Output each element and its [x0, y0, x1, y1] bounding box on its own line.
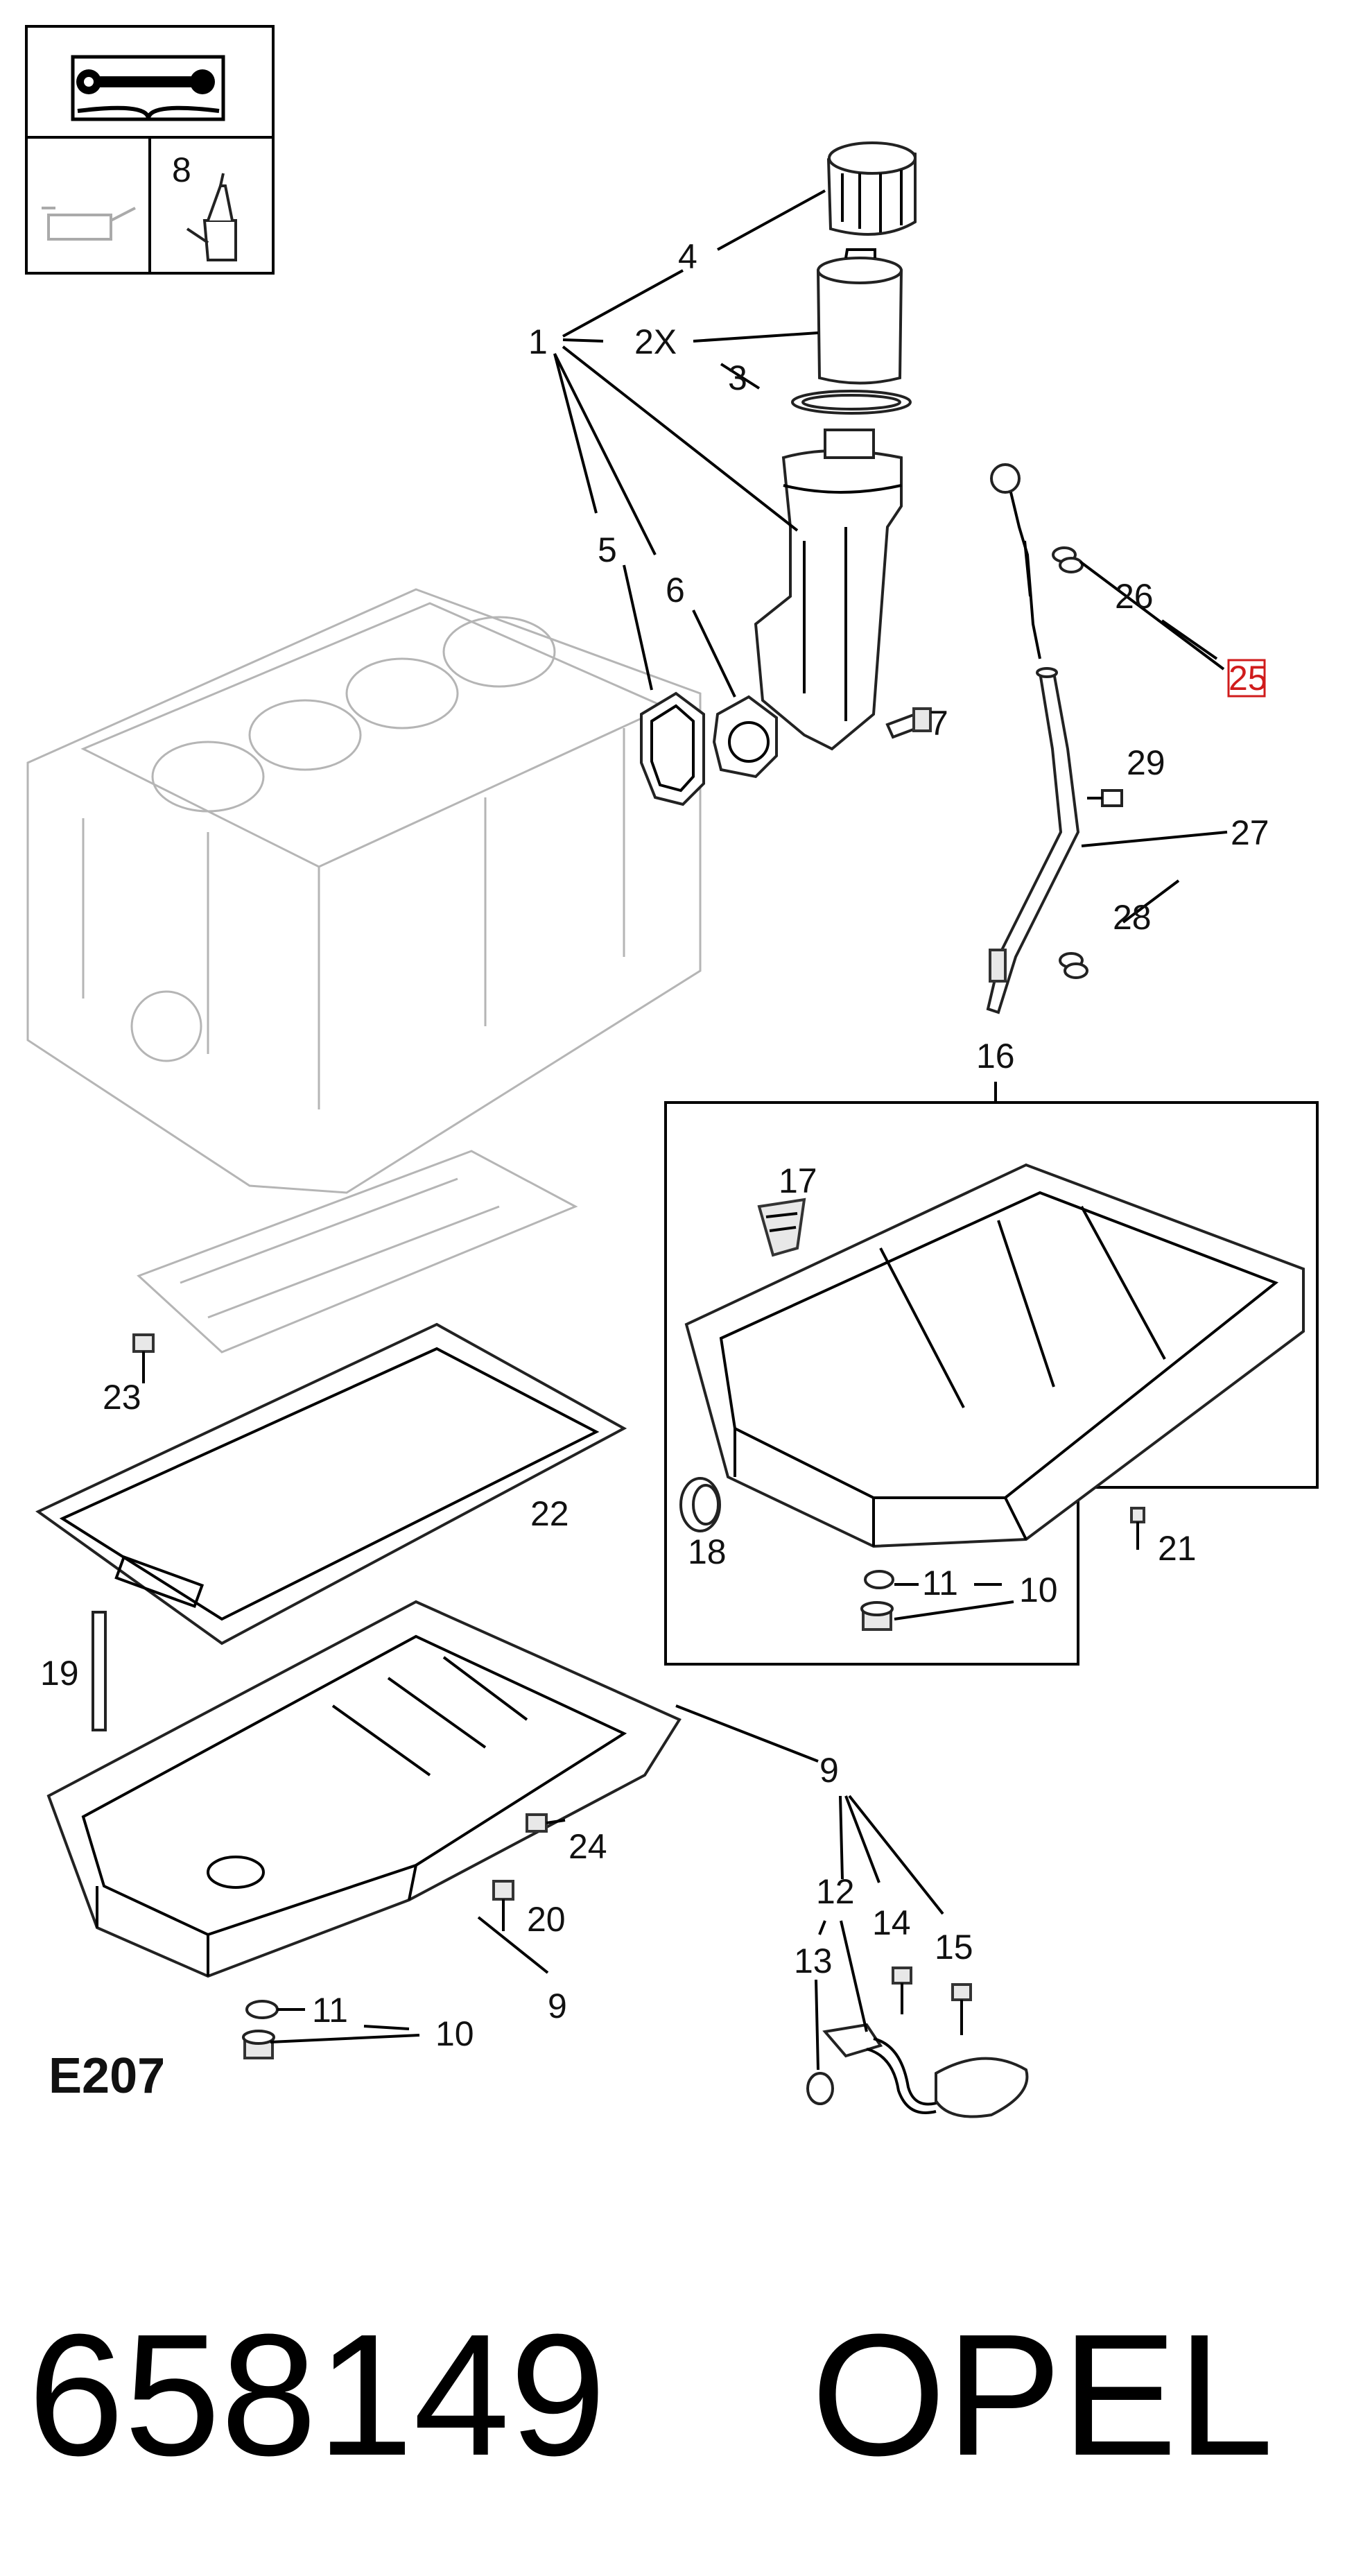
oil-pan-lower-9: [46, 1600, 682, 1978]
label-11: 11: [312, 1991, 348, 2030]
legend-box: 8: [25, 25, 275, 275]
label-10-inset: 10: [1019, 1571, 1058, 1609]
oil-filter-housing: [754, 429, 903, 751]
bolt-7: [885, 707, 932, 739]
label-17: 17: [779, 1161, 817, 1200]
housing-gasket-5: [640, 691, 705, 806]
o-ring-13: [806, 2072, 834, 2105]
label-13: 13: [794, 1942, 833, 1980]
label-11-inset: 11: [922, 1564, 958, 1602]
bolt-24: [526, 1813, 566, 1833]
oil-can-icon: [42, 207, 136, 241]
housing-gasket-6: [712, 695, 778, 779]
label-18: 18: [688, 1532, 727, 1571]
engine-block-ghost: [26, 588, 702, 1354]
washer-11-inset: [864, 1570, 894, 1589]
label-14: 14: [872, 1903, 911, 1942]
filter-seal-ring: [791, 390, 912, 415]
label-12: 12: [816, 1872, 855, 1911]
label-27: 27: [1231, 813, 1269, 852]
label-20: 20: [527, 1900, 566, 1939]
baffle-17: [757, 1198, 806, 1257]
label-16: 16: [976, 1037, 1015, 1075]
bolt-14: [892, 1966, 912, 2014]
label-9-right: 9: [819, 1751, 839, 1790]
label-4: 4: [678, 237, 697, 276]
label-25-box: 25: [1227, 659, 1267, 698]
brand-name: OPEL: [811, 2298, 1274, 2491]
label-1: 1: [528, 322, 548, 361]
label-19: 19: [40, 1654, 79, 1693]
oil-pickup-pipe-12: [822, 2023, 1029, 2118]
label-8: 8: [172, 150, 191, 189]
label-25: 25: [1229, 659, 1267, 698]
dipstick-25: [990, 463, 1041, 659]
o-ring-26: [1052, 546, 1084, 573]
oil-pan-gasket-22: [35, 1322, 627, 1645]
label-21: 21: [1158, 1529, 1197, 1568]
label-2x: 2X: [634, 322, 677, 361]
bolt-23: [132, 1333, 155, 1383]
label-6: 6: [666, 571, 685, 610]
label-15: 15: [935, 1928, 973, 1966]
bolt-21: [1130, 1507, 1145, 1550]
drain-plug-10-inset: [860, 1601, 894, 1631]
label-29: 29: [1127, 743, 1165, 782]
oil-filter-cap: [826, 141, 917, 236]
washer-11: [245, 2000, 279, 2019]
section-code: E207: [49, 2048, 165, 2104]
label-28: 28: [1113, 898, 1152, 937]
label-3: 3: [728, 358, 747, 397]
label-5: 5: [598, 530, 617, 569]
sealant-tube-icon: [186, 173, 237, 261]
bolt-20: [492, 1880, 514, 1931]
drain-plug-10: [242, 2030, 275, 2059]
label-10: 10: [435, 2014, 474, 2053]
label-9-left: 9: [548, 1987, 567, 2025]
seal-18: [679, 1477, 721, 1532]
label-23: 23: [103, 1378, 141, 1417]
stud-19: [92, 1611, 107, 1731]
label-7: 7: [929, 704, 948, 743]
bolt-29: [1087, 789, 1123, 807]
label-26: 26: [1115, 577, 1154, 616]
part-number: 658149: [28, 2298, 606, 2491]
manual-wrench-icon: [71, 55, 225, 121]
bolt-15: [951, 1983, 972, 2035]
leader-lines: [270, 189, 1228, 2071]
dipstick-tube-27: [986, 667, 1080, 1014]
oil-pan-upper: [684, 1163, 1305, 1548]
oil-filter-element: [816, 248, 903, 385]
o-ring-28: [1059, 952, 1088, 979]
label-24: 24: [569, 1827, 607, 1866]
label-22: 22: [530, 1494, 569, 1533]
